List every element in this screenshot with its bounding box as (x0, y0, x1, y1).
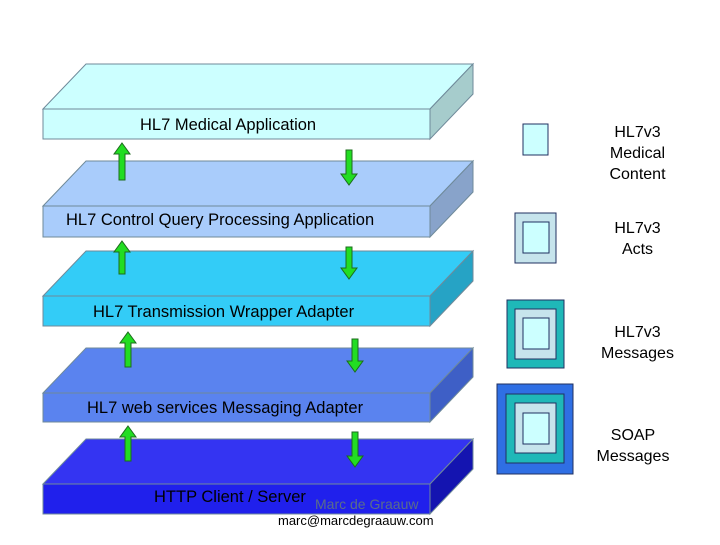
layer-front-transmission-wrapper (42, 295, 431, 327)
layer-front-web-services (42, 392, 431, 423)
up-arrow-1 (113, 142, 131, 181)
layer-label-medical-application: HL7 Medical Application (140, 116, 317, 134)
layer-top-control-query (41, 160, 475, 207)
footer-email: marc@marcdegraauw.com (278, 513, 434, 528)
layer-top-web-services (41, 347, 475, 394)
down-arrow-1 (340, 149, 358, 186)
layer-label-transmission-wrapper: HL7 Transmission Wrapper Adapter (93, 303, 355, 321)
up-arrow-3 (119, 331, 137, 368)
legend-text-messages: HL7v3 Messages (601, 324, 674, 362)
down-arrow-4 (346, 431, 364, 468)
legend-text-medical-content: HL7v3 Medical Content (609, 124, 666, 183)
legend-box-messages-inner (522, 317, 550, 350)
legend-box-soap-inner (522, 412, 550, 445)
layer-top-http (41, 438, 475, 485)
layer-top-medical-application (41, 63, 475, 110)
legend-text-acts: HL7v3 Acts (614, 220, 661, 258)
legend-text-soap: SOAP Messages (596, 427, 670, 465)
down-arrow-2 (340, 246, 358, 280)
legend-box-acts-inner (522, 221, 550, 254)
layer-label-http: HTTP Client / Server (154, 488, 306, 506)
layer-top-transmission-wrapper (41, 250, 475, 297)
layer-front-http (42, 483, 431, 515)
layer-front-medical-application (42, 108, 431, 140)
up-arrow-2 (113, 240, 131, 275)
down-arrow-3 (346, 338, 364, 373)
layer-label-control-query: HL7 Control Query Processing Application (66, 211, 375, 229)
layer-front-control-query (42, 205, 431, 238)
layer-label-web-services: HL7 web services Messaging Adapter (87, 399, 364, 417)
footer-author: Marc de Graauw (315, 496, 419, 512)
legend-box-medical-content (522, 123, 549, 156)
up-arrow-4 (119, 425, 137, 462)
